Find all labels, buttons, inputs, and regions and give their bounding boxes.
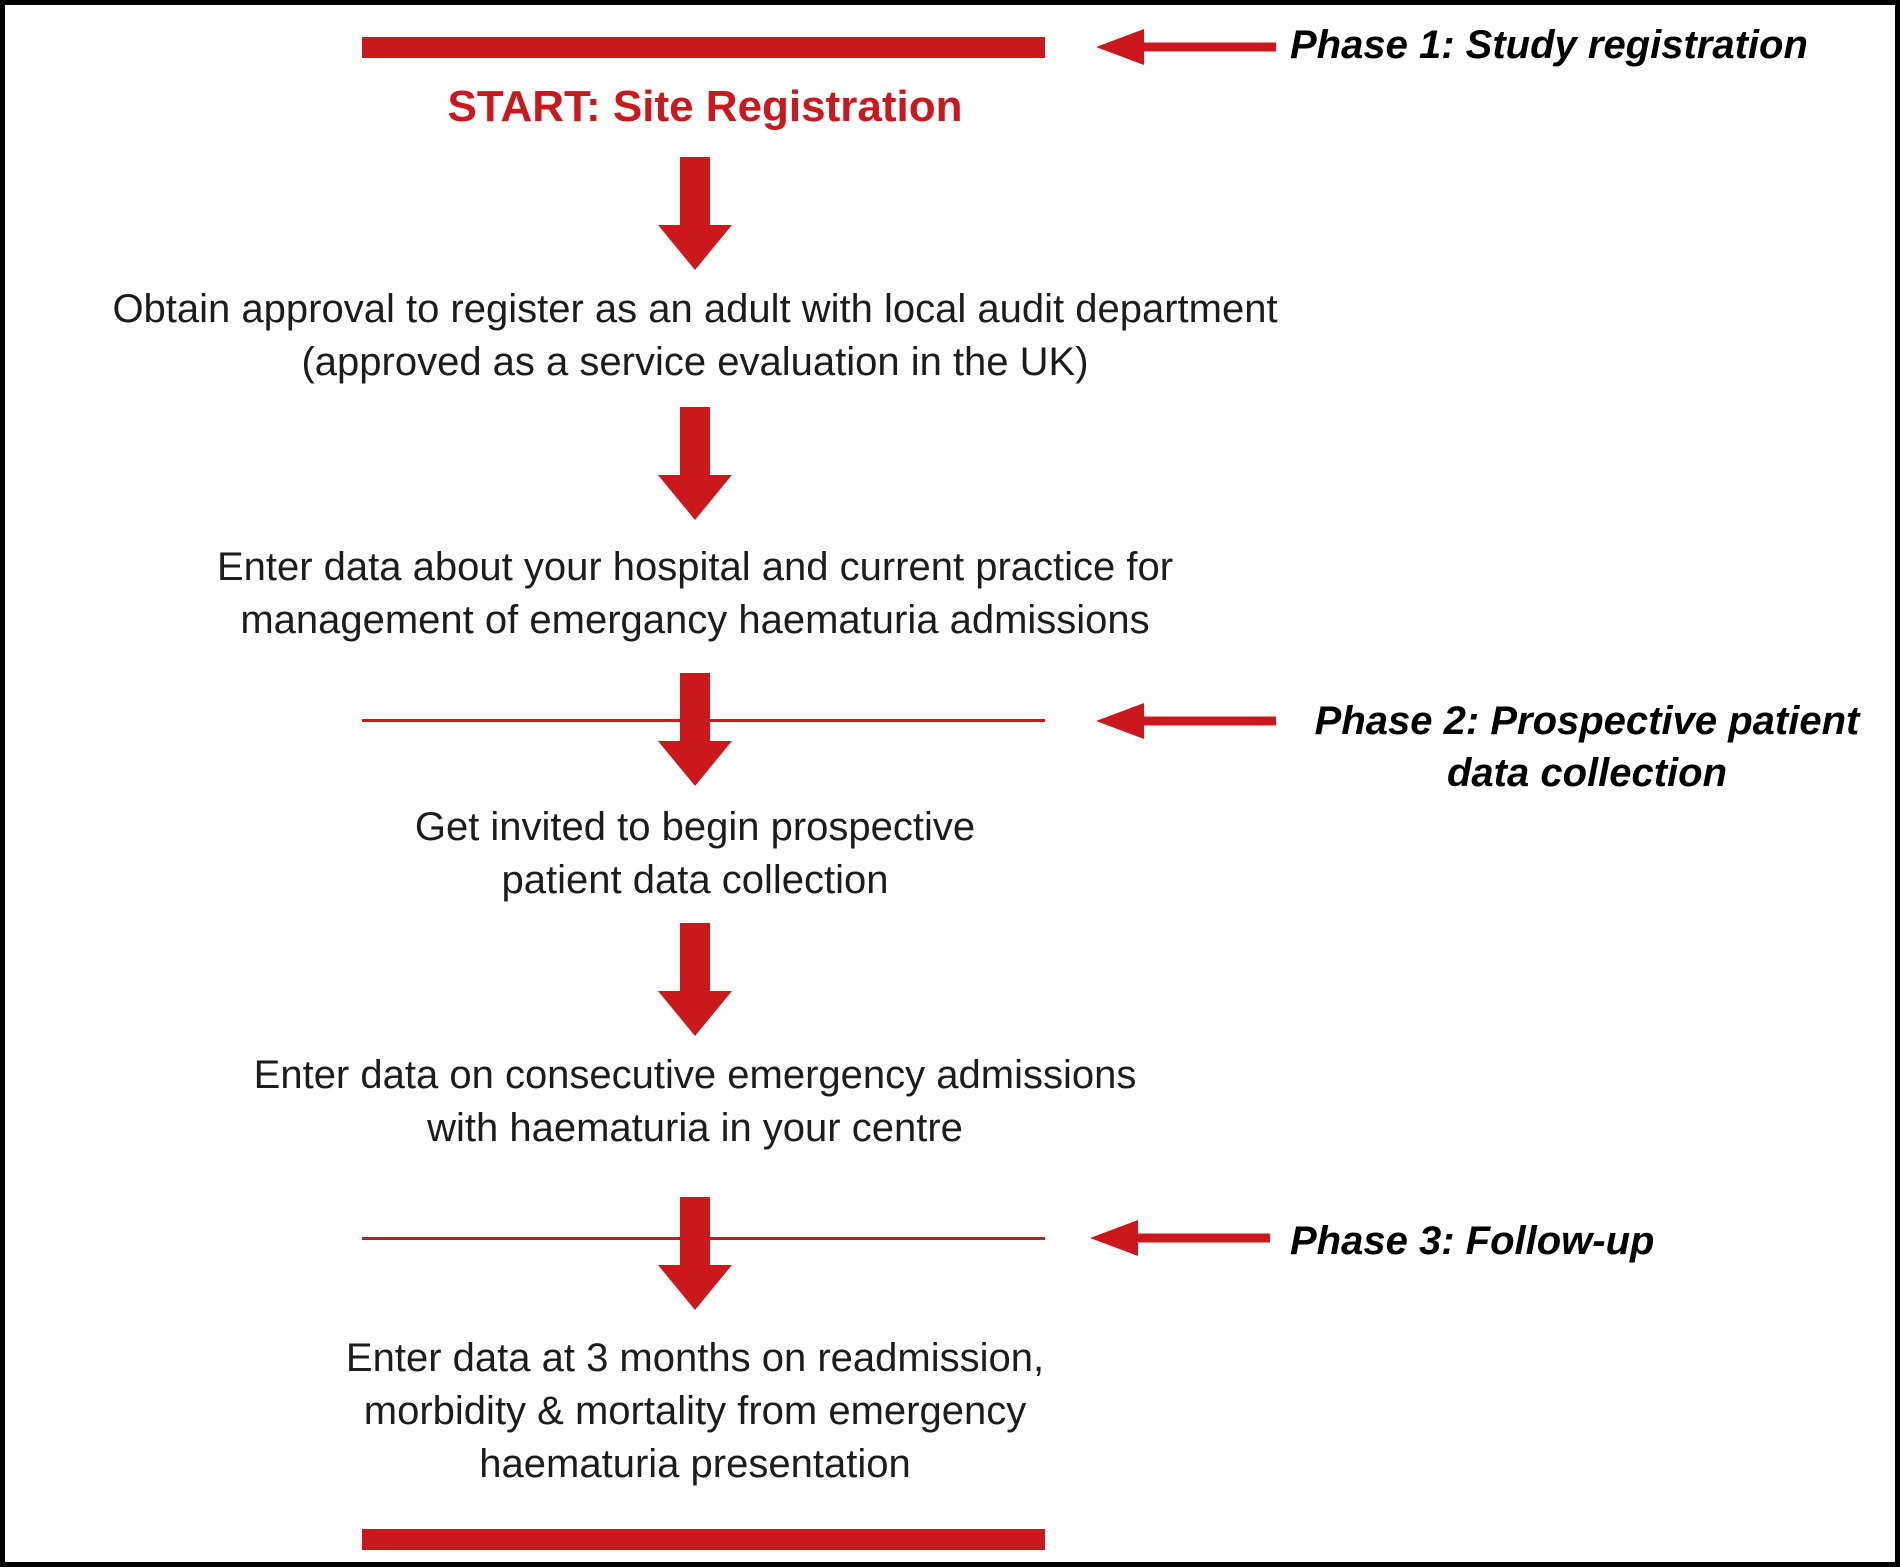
down-arrow-icon [658, 1197, 732, 1310]
phase3-label: Phase 3: Follow-up [1290, 1219, 1655, 1263]
phase2-label: Phase 2: Prospective patient data collec… [1314, 699, 1860, 795]
left-arrow-icon [1090, 1218, 1270, 1258]
down-arrow-icon [658, 673, 732, 786]
left-arrow-icon [1096, 27, 1276, 67]
down-arrow-icon [658, 407, 732, 520]
bottom-end-rule [362, 1529, 1045, 1550]
step1-text: Obtain approval to register as an adult … [112, 287, 1278, 384]
step3-text: Get invited to begin prospective patient… [414, 805, 976, 902]
step5-text: Enter data at 3 months on readmission, m… [345, 1336, 1045, 1486]
phase1-label: Phase 1: Study registration [1290, 23, 1808, 67]
phase1-top-rule [362, 37, 1045, 58]
step4-text: Enter data on consecutive emergency admi… [253, 1053, 1137, 1150]
left-arrow-icon [1096, 701, 1276, 741]
down-arrow-icon [658, 923, 732, 1036]
step2-text: Enter data about your hospital and curre… [216, 545, 1174, 642]
start-label: START: Site Registration [447, 82, 963, 131]
down-arrow-icon [658, 157, 732, 270]
